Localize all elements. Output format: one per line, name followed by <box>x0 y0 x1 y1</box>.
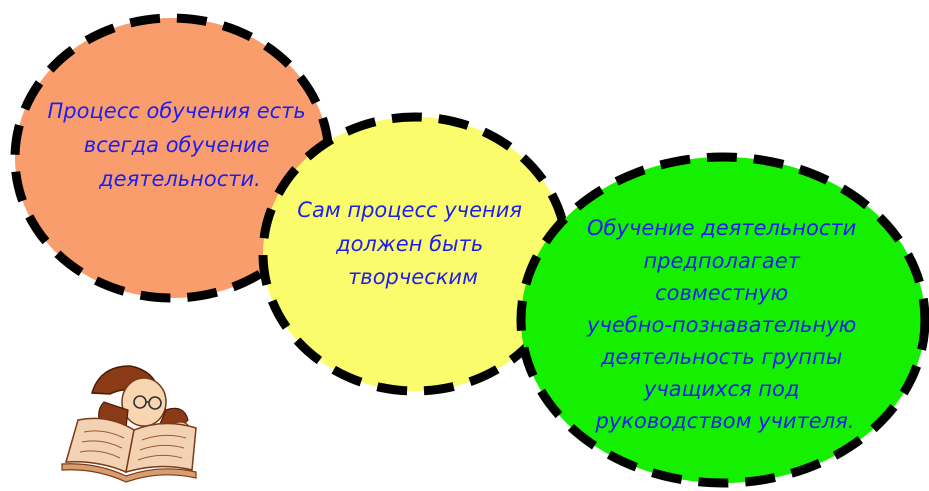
bubble-joint-activity-line: учащихся под <box>643 377 800 401</box>
bubble-joint-activity-line: деятельность группы <box>600 345 842 369</box>
bubble-joint-activity-line: предполагает <box>643 249 800 273</box>
bubble-creative-process-text: Сам процесс учения должен быть творчески… <box>297 198 528 289</box>
bubble-learning-activity-line: деятельности. <box>98 167 261 191</box>
bubble-joint-activity-text: Обучение деятельности предполагает совме… <box>586 216 863 433</box>
bubble-joint-activity-shape <box>516 152 929 488</box>
bubble-joint-activity: Обучение деятельности предполагает совме… <box>516 152 929 488</box>
bubble-creative-process-line: творческим <box>348 265 478 289</box>
bubble-joint-activity-line: совместную <box>655 281 788 305</box>
bubble-joint-activity-line: учебно-познавательную <box>586 313 856 337</box>
bubble-learning-activity-line: всегда обучение <box>84 133 270 157</box>
bubble-joint-activity-line: руководством учителя. <box>595 409 855 433</box>
bubble-creative-process-line: должен быть <box>335 232 483 256</box>
reading-student-icon <box>61 365 197 483</box>
bubble-learning-activity-text: Процесс обучения есть всегда обучение де… <box>48 99 313 191</box>
bubble-learning-activity-line: Процесс обучения есть <box>48 99 306 123</box>
bubble-joint-activity-line: Обучение деятельности <box>587 216 856 240</box>
bubble-creative-process-line: Сам процесс учения <box>297 198 522 222</box>
